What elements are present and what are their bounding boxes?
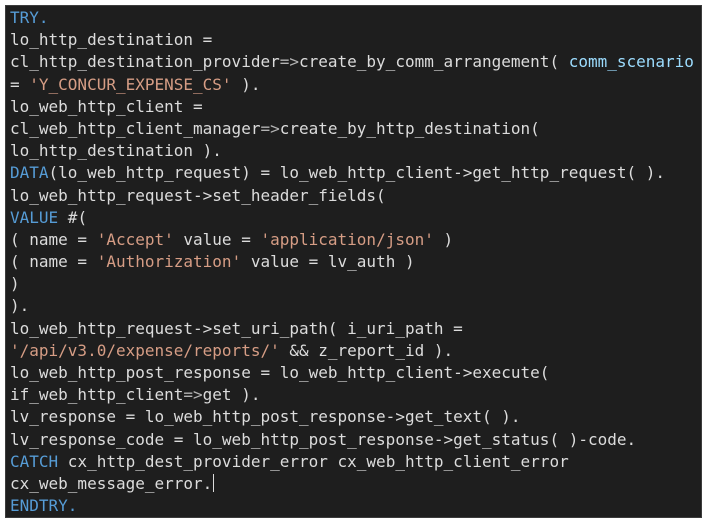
code-token: (lo_web_http_request) = lo_web_http_clie… xyxy=(48,163,666,183)
code-line: lo_http_destination ). xyxy=(10,140,694,162)
code-line: lo_web_http_request->set_uri_path( i_uri… xyxy=(10,318,694,340)
code-token: cl_web_http_client_manager xyxy=(10,118,261,138)
keyword-token: CATCH xyxy=(10,451,59,471)
keyword-token: DATA xyxy=(10,163,49,183)
code-token: lo_http_destination ). xyxy=(10,141,222,161)
code-token: ). xyxy=(10,296,30,316)
code-line: = 'Y_CONCUR_EXPENSE_CS' ). xyxy=(10,74,694,96)
code-token: lo_web_http_request->set_header_fields( xyxy=(10,185,386,205)
code-token: create_by_comm_arrangement( xyxy=(298,52,569,72)
code-token: get ). xyxy=(202,385,261,405)
keyword-token: VALUE xyxy=(10,207,59,227)
code-line: cl_web_http_client_manager=>create_by_ht… xyxy=(10,118,694,140)
string-literal-token: 'Accept' xyxy=(96,229,174,249)
code-token: => xyxy=(260,118,280,138)
code-line: lo_http_destination = xyxy=(10,29,694,51)
code-line: ENDTRY. xyxy=(10,495,694,517)
code-line: cl_http_destination_provider=>create_by_… xyxy=(10,51,694,73)
code-token: ). xyxy=(231,74,261,94)
code-line: ). xyxy=(10,295,694,317)
keyword-token: TRY. xyxy=(10,8,49,27)
code-line: lv_response_code = lo_web_http_post_resp… xyxy=(10,429,694,451)
code-token: ( name = xyxy=(10,229,97,249)
code-line: DATA(lo_web_http_request) = lo_web_http_… xyxy=(10,162,694,184)
code-line: if_web_http_client=>get ). xyxy=(10,384,694,406)
code-line: CATCH cx_http_dest_provider_error cx_web… xyxy=(10,451,694,473)
code-token: lv_response = lo_web_http_post_response-… xyxy=(10,407,521,427)
code-token: = xyxy=(10,74,30,94)
code-token: value = xyxy=(173,229,261,249)
code-token: => xyxy=(279,52,299,72)
keyword-token: ENDTRY. xyxy=(10,496,78,516)
code-token: lo_web_http_post_response = lo_web_http_… xyxy=(10,363,550,382)
code-token: cl_http_destination_provider xyxy=(10,52,280,72)
string-literal-token: 'application/json' xyxy=(260,229,434,249)
code-token: ) xyxy=(10,274,20,294)
code-token: value = lv_auth ) xyxy=(241,252,415,272)
code-token: comm_scenario xyxy=(568,52,694,72)
code-line: lv_response = lo_web_http_post_response-… xyxy=(10,406,694,428)
code-line: lo_web_http_client = xyxy=(10,96,694,118)
code-line: lo_web_http_post_response = lo_web_http_… xyxy=(10,362,694,384)
code-token: lv_response_code = lo_web_http_post_resp… xyxy=(10,429,637,449)
code-token: && z_report_id ). xyxy=(279,340,454,360)
code-line: ( name = 'Authorization' value = lv_auth… xyxy=(10,251,694,273)
code-line: ( name = 'Accept' value = 'application/j… xyxy=(10,229,694,251)
code-token: cx_web_message_error. xyxy=(10,473,213,493)
string-literal-token: 'Authorization' xyxy=(96,252,242,272)
code-line: TRY. xyxy=(10,7,694,29)
code-line: '/api/v3.0/expense/reports/' && z_report… xyxy=(10,340,694,362)
code-token: lo_web_http_client = xyxy=(10,96,203,116)
code-token: lo_http_destination = xyxy=(10,30,213,50)
code-editor[interactable]: TRY. lo_http_destination =cl_http_destina… xyxy=(5,5,702,518)
code-token: lo_web_http_request->set_uri_path( i_uri… xyxy=(10,318,463,338)
string-literal-token: '/api/v3.0/expense/reports/' xyxy=(10,340,280,360)
code-line: ) xyxy=(10,273,694,295)
code-token: if_web_http_client xyxy=(10,385,184,405)
code-text-area[interactable]: TRY. lo_http_destination =cl_http_destina… xyxy=(10,7,694,517)
text-cursor xyxy=(213,473,215,492)
code-line: cx_web_message_error. xyxy=(10,473,694,495)
code-line: lo_web_http_request->set_header_fields( xyxy=(10,185,694,207)
string-literal-token: 'Y_CONCUR_EXPENSE_CS' xyxy=(29,74,232,94)
code-token: #( xyxy=(58,207,88,227)
code-token: ( name = xyxy=(10,252,97,272)
code-token: => xyxy=(183,385,203,405)
code-line: VALUE #( xyxy=(10,207,694,229)
code-token: create_by_http_destination( xyxy=(279,118,540,138)
code-token: ) xyxy=(433,229,454,249)
code-token: cx_http_dest_provider_error cx_web_http_… xyxy=(58,451,569,471)
